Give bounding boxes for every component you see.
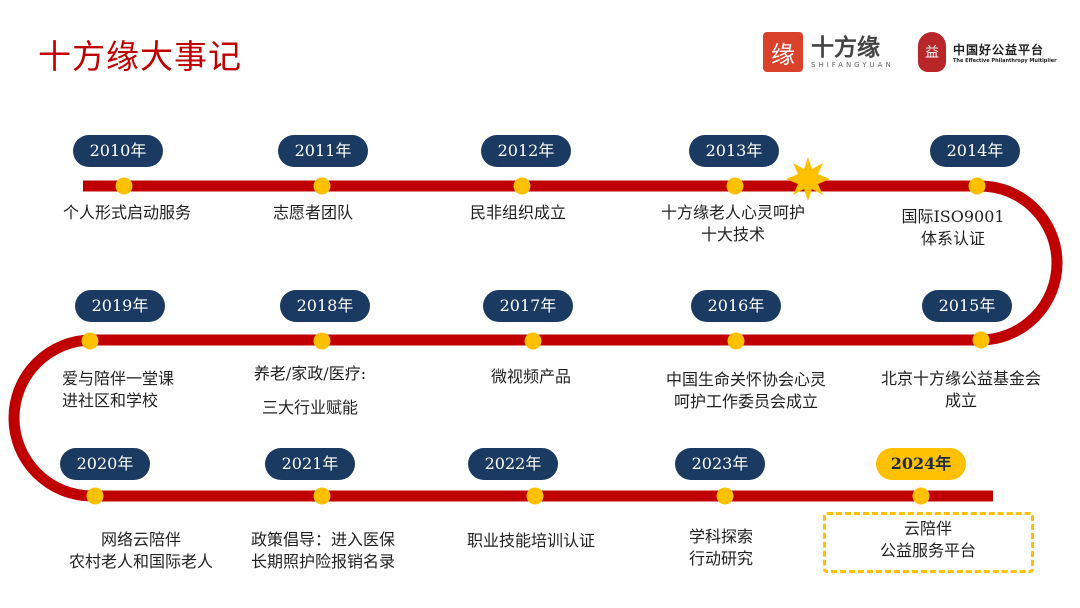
platform-logo: 益 中国好公益平台 The Effective Philanthropy Mul… <box>918 30 1057 74</box>
logo-name: 十方缘 <box>811 35 880 61</box>
milestone-dot-2011 <box>313 177 331 195</box>
year-pill-2020: 2020年 <box>60 448 150 480</box>
page-title: 十方缘大事记 <box>38 37 242 76</box>
year-pill-2017: 2017年 <box>483 290 573 322</box>
milestone-text-2022: 职业技能培训认证 <box>466 531 596 550</box>
milestone-text-2021: 政策倡导：进入医保 长期照护险报销名录 <box>250 530 396 571</box>
logo-pinyin: SHIFANGYUAN <box>811 61 894 69</box>
milestone-text-2010: 个人形式启动服务 <box>62 203 192 222</box>
year-pill-2014: 2014年 <box>930 135 1020 167</box>
year-pill-2024-highlighted: 2024年 <box>876 448 966 480</box>
platform-tagline: The Effective Philanthropy Multiplier <box>953 57 1057 64</box>
milestone-dot-2010 <box>115 177 133 195</box>
year-pill-2010: 2010年 <box>73 135 163 167</box>
milestone-text-2017: 微视频产品 <box>490 367 572 386</box>
year-pill-2013: 2013年 <box>689 135 779 167</box>
highlight-box-2024 <box>823 512 1034 573</box>
milestone-dot-2021 <box>313 487 331 505</box>
milestone-text-2020: 网络云陪伴 农村老人和国际老人 <box>68 530 214 571</box>
milestone-text-2023: 学科探索 行动研究 <box>688 527 754 568</box>
year-pill-2015: 2015年 <box>922 290 1012 322</box>
milestone-dot-2012 <box>513 177 531 195</box>
platform-seal-icon: 益 <box>918 32 946 72</box>
shifangyuan-logo: 缘 十方缘 SHIFANGYUAN <box>763 30 894 74</box>
milestone-dot-2015 <box>972 331 990 349</box>
year-pill-2023: 2023年 <box>675 448 765 480</box>
milestone-text-2018: 养老/家政/医疗: 三大行业赋能 <box>253 364 367 417</box>
milestone-text-2014: 国际ISO9001 体系认证 <box>901 207 1005 248</box>
milestone-text-2024: 云陪伴 公益服务平台 <box>879 519 977 560</box>
milestone-dot-2022 <box>526 487 544 505</box>
milestone-dot-2020 <box>86 487 104 505</box>
milestone-text-2013: 十方缘老人心灵呵护 十大技术 <box>660 203 806 244</box>
milestone-dot-2019 <box>81 332 99 350</box>
year-pill-2018: 2018年 <box>280 290 370 322</box>
milestone-dot-2016 <box>727 332 745 350</box>
milestone-dot-2024 <box>912 487 930 505</box>
star-burst-icon <box>786 157 830 201</box>
year-pill-2016: 2016年 <box>691 290 781 322</box>
year-pill-2019: 2019年 <box>75 290 165 322</box>
year-pill-2022: 2022年 <box>468 448 558 480</box>
milestone-dot-2023 <box>716 487 734 505</box>
platform-name: 中国好公益平台 <box>953 42 1045 57</box>
milestone-text-2016: 中国生命关怀协会心灵 呵护工作委员会成立 <box>665 370 827 411</box>
year-pill-2011: 2011年 <box>278 135 368 167</box>
shifangyuan-seal-icon: 缘 <box>763 32 803 72</box>
milestone-dot-2013 <box>726 177 744 195</box>
year-pill-2012: 2012年 <box>481 135 571 167</box>
milestone-text-2019: 爱与陪伴一堂课 进社区和学校 <box>62 369 175 410</box>
year-pill-2021: 2021年 <box>265 448 355 480</box>
milestone-text-2011: 志愿者团队 <box>272 203 354 222</box>
milestone-text-2015: 北京十方缘公益基金会 成立 <box>880 369 1042 410</box>
milestone-dot-2014 <box>968 177 986 195</box>
milestone-dot-2017 <box>524 332 542 350</box>
milestone-dot-2018 <box>313 332 331 350</box>
milestone-text-2012: 民非组织成立 <box>469 203 567 222</box>
